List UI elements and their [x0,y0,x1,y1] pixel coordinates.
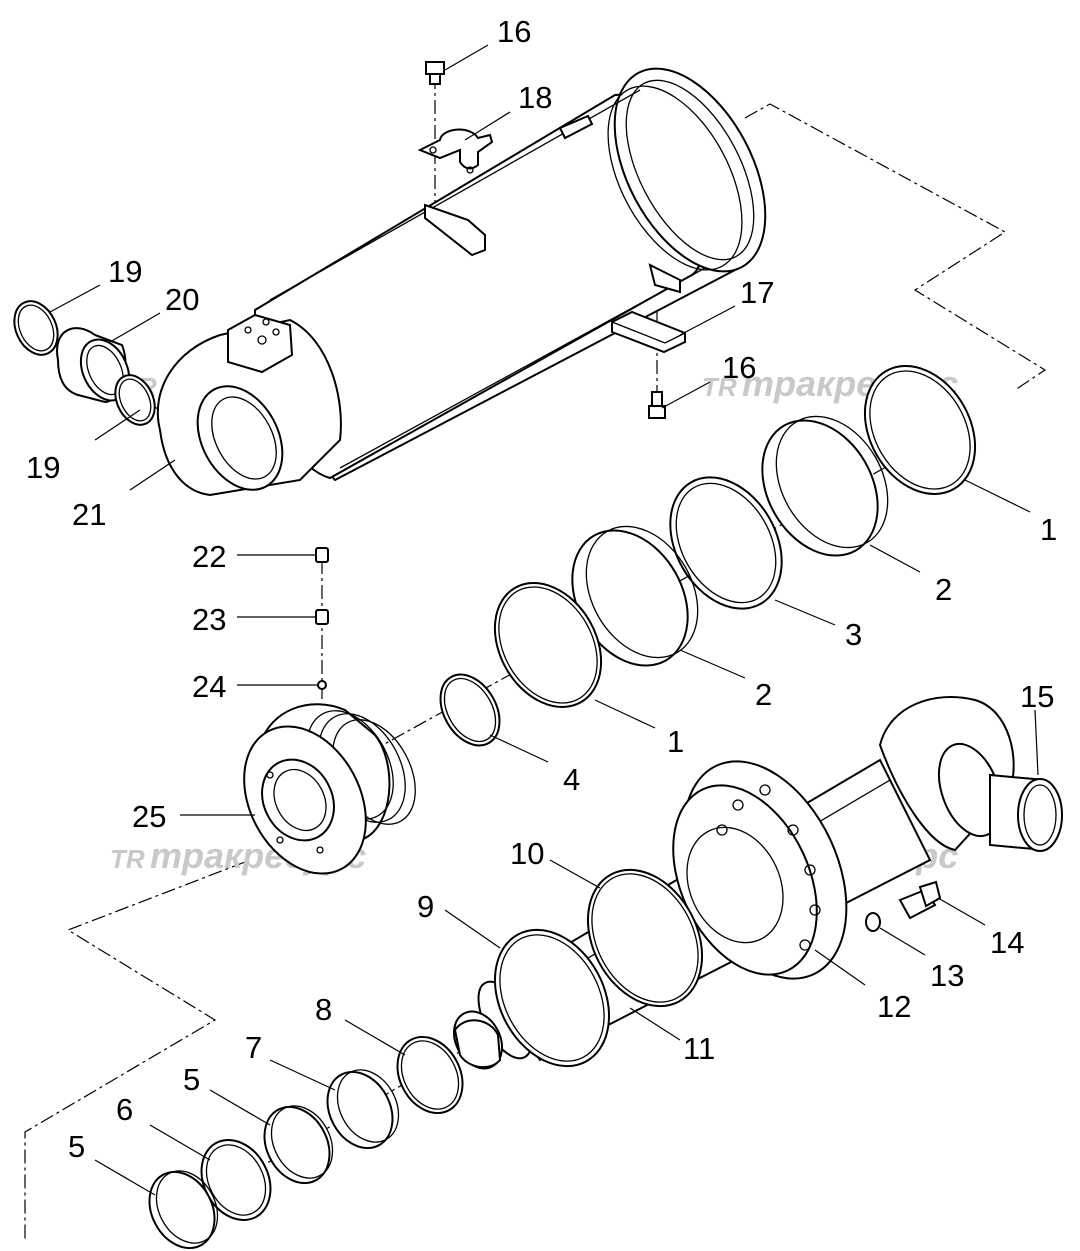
set-screw-22 [315,547,329,563]
callout-25: 25 [132,799,166,834]
callout-9: 9 [417,889,434,924]
watermark-logo: TR [110,844,145,874]
ring-8 [396,1035,464,1115]
callout-3: 3 [845,617,862,652]
callout-20: 20 [165,282,199,317]
leader-lines [49,44,1039,1196]
seal-ring-3 [669,476,783,610]
seal-ring-1-right [863,365,977,495]
piston-25 [243,703,416,875]
bolt-16-top [425,61,445,85]
washer-13 [865,912,881,932]
callout-15: 15 [1020,679,1054,714]
callout-19-top: 19 [108,254,142,289]
snap-ring-19-left [13,300,59,356]
callout-16-top: 16 [497,14,531,49]
watermark-logo: TR [702,372,737,402]
callout-23: 23 [192,602,226,637]
plate-17 [611,310,686,354]
callout-16-lower: 16 [722,350,756,385]
bolt-16-lower [648,391,666,419]
clamp-18 [417,128,494,174]
cylinder-barrel [156,67,767,497]
ring-5-lower [148,1170,219,1250]
ring-7 [326,1069,400,1150]
callout-19-bottom: 19 [26,450,60,485]
callout-21: 21 [72,497,106,532]
callout-17: 17 [740,275,774,310]
callout-5-lower: 5 [68,1129,85,1164]
wear-ring-2-right [761,415,889,557]
rod-eye-15 [878,696,1063,852]
cylinder-head-12 [672,760,848,980]
callout-8: 8 [315,992,332,1027]
callout-14: 14 [990,925,1024,960]
ball-24 [317,680,327,690]
ring-5-upper [263,1105,334,1185]
set-screw-23 [315,609,329,625]
bolt-14 [898,880,942,920]
callout-2-left: 2 [755,677,772,712]
seal-ring-1-left [493,582,603,708]
callout-4: 4 [563,762,580,797]
snap-ring-19-right [114,374,156,426]
callout-5-upper: 5 [183,1062,200,1097]
o-ring-10 [586,868,704,1008]
callout-labels: 16 18 19 20 17 16 19 21 1 2 3 22 23 24 2… [26,14,1057,1164]
callout-22: 22 [192,539,226,574]
callout-2-right: 2 [935,572,952,607]
callout-11: 11 [683,1031,715,1066]
backup-ring-9 [493,928,611,1068]
callout-1-left: 1 [667,724,684,759]
snap-ring-4 [439,673,501,747]
callout-7: 7 [245,1030,262,1065]
callout-10: 10 [510,836,544,871]
callout-13: 13 [930,958,964,993]
callout-6: 6 [116,1092,133,1127]
callout-12: 12 [877,989,911,1024]
callout-24: 24 [192,669,226,704]
callout-1-right: 1 [1040,512,1057,547]
callout-18: 18 [518,80,552,115]
